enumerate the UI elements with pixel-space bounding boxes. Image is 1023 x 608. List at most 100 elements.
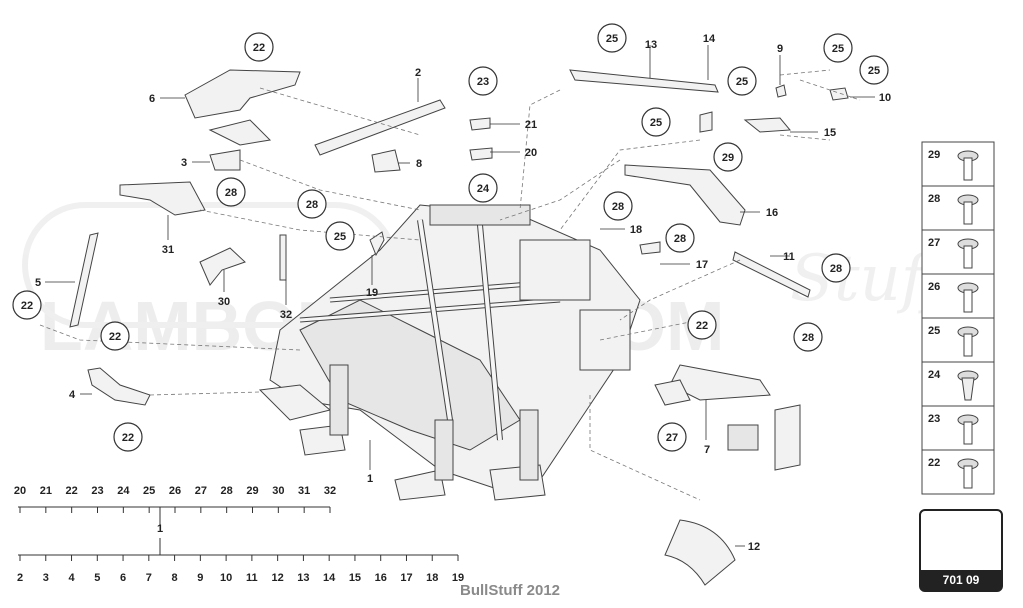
callout[interactable]: 25 — [859, 55, 889, 85]
callout[interactable]: 28 — [665, 223, 695, 253]
scale-label: 21 — [40, 485, 52, 497]
callout-label[interactable]: 9 — [777, 43, 783, 55]
legend-row[interactable]: 28 — [921, 185, 995, 231]
callout-label[interactable]: 13 — [645, 39, 657, 51]
svg-text:27: 27 — [666, 432, 678, 444]
scale-label: 11 — [246, 572, 258, 584]
legend-row[interactable]: 23 — [921, 405, 995, 451]
svg-text:11: 11 — [783, 251, 795, 263]
callout[interactable]: 28 — [603, 191, 633, 221]
svg-text:29: 29 — [722, 152, 734, 164]
svg-text:19: 19 — [366, 287, 378, 299]
svg-text:28: 28 — [674, 233, 686, 245]
svg-text:23: 23 — [477, 76, 489, 88]
svg-text:22: 22 — [21, 300, 33, 312]
scale-label: 3 — [43, 572, 49, 584]
callout[interactable]: 22 — [113, 422, 143, 452]
scale-label: 7 — [146, 572, 152, 584]
part-3 — [209, 149, 241, 171]
scale-label: 26 — [169, 485, 181, 497]
part-11 — [732, 251, 811, 298]
callout[interactable]: 28 — [216, 177, 246, 207]
svg-text:28: 28 — [802, 332, 814, 344]
callout[interactable]: 22 — [12, 290, 42, 320]
svg-text:23: 23 — [928, 413, 940, 425]
callout-label[interactable]: 5 — [35, 277, 41, 289]
callout[interactable]: 25 — [727, 66, 757, 96]
callout-label[interactable]: 2 — [415, 67, 421, 79]
callout-label[interactable]: 19 — [366, 287, 378, 299]
callout[interactable]: 28 — [793, 322, 823, 352]
part-12 — [664, 519, 736, 586]
callout[interactable]: 25 — [641, 107, 671, 137]
callout-label[interactable]: 10 — [879, 92, 891, 104]
callout-label[interactable]: 8 — [416, 158, 422, 170]
main-frame-illustration — [258, 204, 641, 501]
callout-label[interactable]: 32 — [280, 309, 292, 321]
callout[interactable]: 25 — [823, 33, 853, 63]
callout[interactable]: 28 — [297, 189, 327, 219]
part-2 — [314, 99, 446, 156]
legend-row[interactable]: 24 — [921, 361, 995, 407]
callout[interactable]: 24 — [468, 173, 498, 203]
callout[interactable]: 28 — [821, 253, 851, 283]
bolt-icon — [957, 326, 979, 357]
callout[interactable]: 22 — [687, 310, 717, 340]
callout-label[interactable]: 20 — [525, 147, 537, 159]
callout-label[interactable]: 14 — [703, 33, 716, 45]
legend-row[interactable]: 27 — [921, 229, 995, 275]
callout[interactable]: 22 — [100, 321, 130, 351]
callout-label[interactable]: 12 — [748, 541, 760, 553]
callout-label[interactable]: 15 — [824, 127, 836, 139]
svg-text:28: 28 — [612, 201, 624, 213]
callout[interactable]: 27 — [657, 422, 687, 452]
callout-label[interactable]: 30 — [218, 296, 230, 308]
bolt-icon — [957, 238, 979, 269]
callout-label[interactable]: 7 — [704, 444, 710, 456]
callout[interactable]: 22 — [244, 32, 274, 62]
callout[interactable]: 29 — [713, 142, 743, 172]
scale-label: 25 — [143, 485, 155, 497]
callout-label[interactable]: 1 — [367, 473, 373, 485]
svg-text:31: 31 — [162, 244, 174, 256]
callout-label[interactable]: 21 — [525, 119, 537, 131]
callout-label[interactable]: 18 — [630, 224, 642, 236]
part-6-bracket — [208, 119, 272, 146]
callout[interactable]: 23 — [468, 66, 498, 96]
svg-text:22: 22 — [109, 331, 121, 343]
page-number-box[interactable]: 701 09 — [919, 509, 1003, 592]
svg-text:24: 24 — [928, 369, 941, 381]
callout-label[interactable]: 11 — [783, 251, 795, 263]
scale-label: 15 — [349, 572, 361, 584]
callout-label[interactable]: 31 — [162, 244, 174, 256]
leader-lines — [45, 45, 875, 547]
part-8 — [371, 149, 401, 173]
callout-label[interactable]: 3 — [181, 157, 187, 169]
scale-label: 24 — [117, 485, 130, 497]
callout-label[interactable]: 4 — [69, 389, 76, 401]
bolt-icon — [957, 282, 979, 313]
legend-row[interactable]: 22 — [921, 449, 995, 495]
svg-text:6: 6 — [149, 93, 155, 105]
svg-text:13: 13 — [645, 39, 657, 51]
svg-text:22: 22 — [253, 42, 265, 54]
callout-label[interactable]: 6 — [149, 93, 155, 105]
svg-text:22: 22 — [928, 457, 940, 469]
callout-label[interactable]: 16 — [766, 207, 778, 219]
legend-row[interactable]: 26 — [921, 273, 995, 319]
callout-group: 22 22 22 22 25 13 14 9 25 25 23 21 20 25… — [12, 23, 891, 553]
scale-label: 18 — [426, 572, 438, 584]
svg-text:25: 25 — [334, 231, 346, 243]
svg-text:25: 25 — [868, 65, 880, 77]
legend-row[interactable]: 29 — [921, 141, 995, 187]
callout[interactable]: 25 — [597, 23, 627, 53]
scale-label: 6 — [120, 572, 126, 584]
callout[interactable]: 25 — [325, 221, 355, 251]
legend-row[interactable]: 25 — [921, 317, 995, 363]
svg-text:21: 21 — [525, 119, 537, 131]
callout-label[interactable]: 17 — [696, 259, 708, 271]
svg-text:28: 28 — [928, 193, 940, 205]
svg-text:22: 22 — [122, 432, 134, 444]
